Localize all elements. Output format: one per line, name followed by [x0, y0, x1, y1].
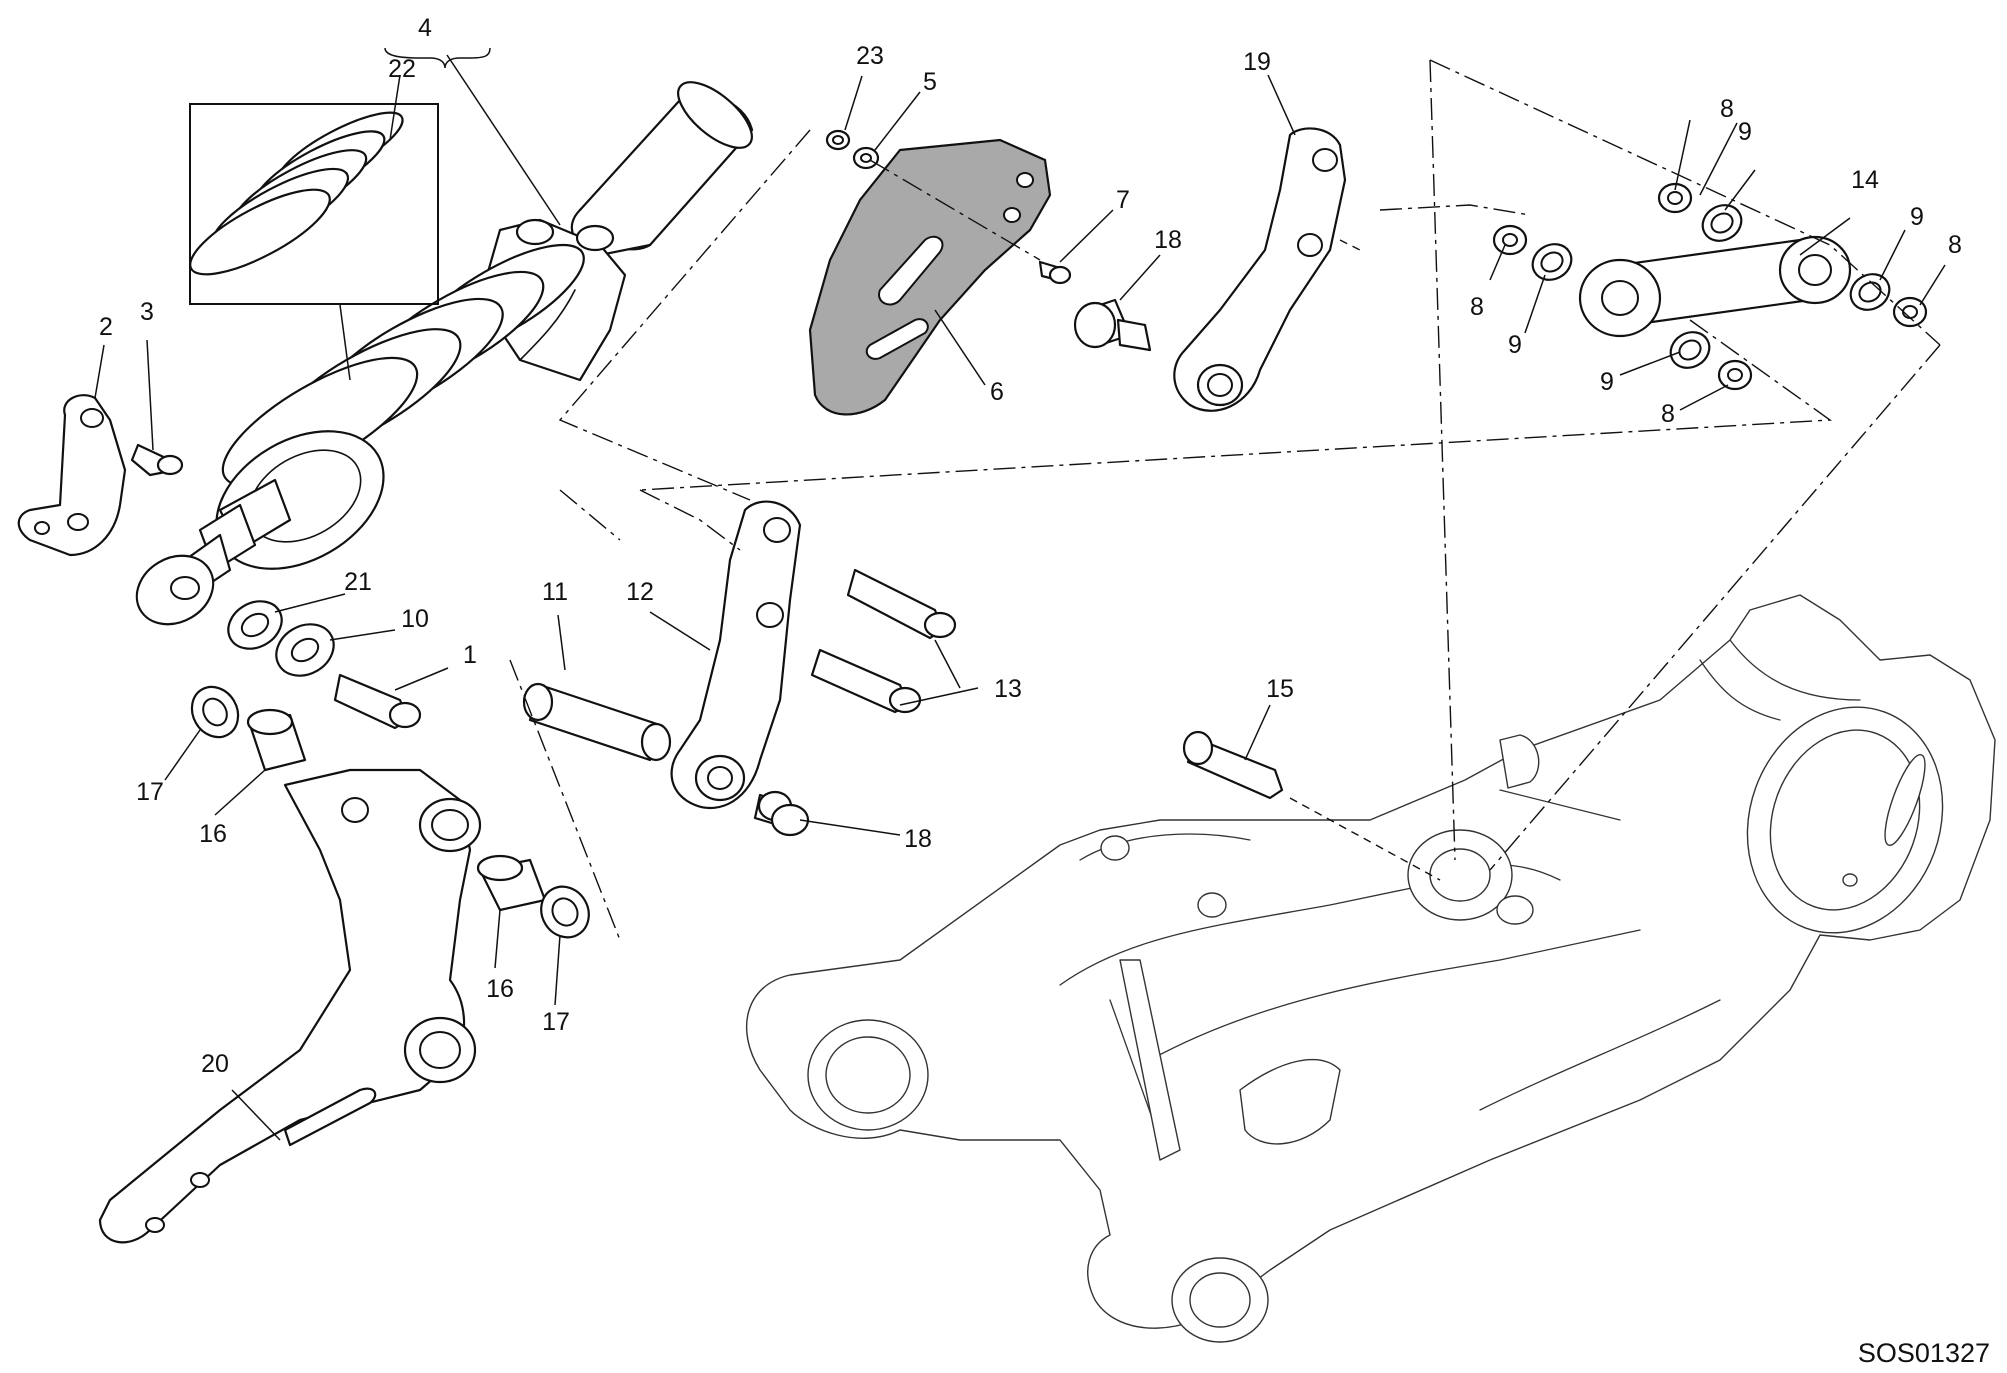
- callout-8-right: 8: [1948, 231, 1962, 259]
- callout-20: 20: [201, 1050, 229, 1078]
- callout-8-left: 8: [1470, 293, 1484, 321]
- part-14-tie-rod: [1578, 235, 1852, 338]
- shock-spring: [221, 243, 585, 488]
- part-3-bolt: [130, 443, 184, 477]
- callout-15: 15: [1266, 675, 1294, 703]
- part-18-bolt-upper: [1073, 298, 1152, 352]
- callout-3: 3: [140, 298, 154, 326]
- callout-19: 19: [1243, 48, 1271, 76]
- part-18-bolt-lower: [753, 790, 810, 837]
- part-1-bolt: [333, 673, 422, 730]
- callout-5: 5: [923, 68, 937, 96]
- callout-12: 12: [626, 578, 654, 606]
- part-19-upper-rocker: [1173, 127, 1347, 412]
- swingarm: [745, 594, 1996, 1343]
- callout-13: 13: [994, 675, 1022, 703]
- callout-leaders: [94, 47, 1946, 1141]
- callout-7: 7: [1116, 186, 1130, 214]
- callout-11: 11: [542, 578, 568, 606]
- callout-9-top: 9: [1738, 118, 1752, 146]
- callout-18-upper: 18: [1154, 226, 1182, 254]
- part-15-bolt: [1182, 730, 1284, 800]
- drawing-code: SOS01327: [1858, 1338, 1990, 1368]
- callout-16-right: 16: [486, 975, 514, 1003]
- callout-9-bottom: 9: [1600, 368, 1614, 396]
- callout-1: 1: [463, 641, 477, 669]
- callout-6: 6: [990, 378, 1004, 406]
- spring-inset: [189, 103, 439, 305]
- part-11-spacer: [522, 682, 672, 762]
- shock-absorber: [135, 81, 754, 626]
- part-20-lower-link: [98, 768, 482, 1244]
- callout-8-top: 8: [1720, 95, 1734, 123]
- part-7-screw: [1038, 260, 1072, 285]
- callout-9-left: 9: [1508, 331, 1522, 359]
- left-bushing-set: [190, 685, 307, 772]
- callout-9-right: 9: [1910, 203, 1924, 231]
- assembly-lines: [509, 59, 1941, 941]
- callout-14: 14: [1851, 166, 1879, 194]
- callout-4: 4: [418, 14, 432, 42]
- part-13-bolts: [810, 568, 957, 714]
- part-12-rocker: [670, 500, 802, 810]
- parts-21-10-washers: [227, 600, 335, 677]
- callout-8-bottom: 8: [1661, 400, 1675, 428]
- callout-17-right: 17: [542, 1008, 570, 1036]
- parts-23-5-washers: [825, 129, 880, 170]
- part-2-upper-mount: [17, 394, 127, 557]
- part-6-guard: [808, 138, 1052, 416]
- callout-22: 22: [388, 55, 416, 83]
- parts-8-9-bushings-washers: [1492, 182, 1928, 391]
- inset-spring: [189, 111, 404, 276]
- callout-2: 2: [99, 313, 113, 341]
- callout-10: 10: [401, 605, 429, 633]
- callout-21: 21: [344, 568, 372, 596]
- callout-16-left: 16: [199, 820, 227, 848]
- callout-18-lower: 18: [904, 825, 932, 853]
- callout-17-left: 17: [136, 778, 164, 806]
- callout-labels: 4 22 2 3 21 10 1 17 16 16 17 20 11 12 13…: [99, 14, 1962, 1078]
- right-bushing-set: [476, 854, 590, 939]
- callout-23: 23: [856, 42, 884, 70]
